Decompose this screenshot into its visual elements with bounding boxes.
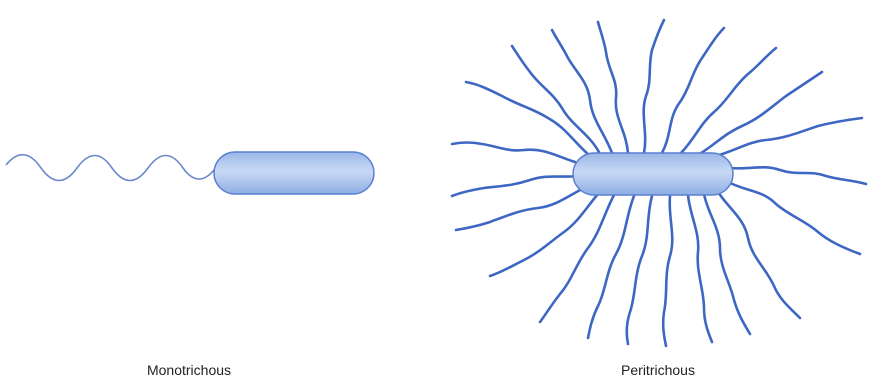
flagellum bbox=[704, 194, 750, 334]
flagellum bbox=[552, 30, 612, 153]
flagellum bbox=[452, 176, 578, 196]
flagellum bbox=[698, 72, 822, 155]
peritrichous-cell-body bbox=[573, 153, 733, 195]
flagellum bbox=[627, 196, 652, 344]
monotrichous-label: Monotrichous bbox=[147, 362, 231, 378]
monotrichous-cell-body bbox=[214, 152, 374, 194]
flagellum bbox=[662, 28, 724, 153]
flagellum bbox=[730, 167, 866, 184]
peritrichous-label: Peritrichous bbox=[621, 362, 695, 378]
flagellum bbox=[512, 46, 600, 154]
peritrichous-bacterium bbox=[452, 20, 866, 346]
flagellum bbox=[728, 182, 860, 254]
monotrichous-bacterium bbox=[6, 152, 374, 194]
flagellum bbox=[712, 118, 862, 157]
flagellum bbox=[688, 195, 712, 342]
flagellum bbox=[588, 196, 634, 338]
monotrichous-flagellum bbox=[6, 155, 214, 181]
flagellum bbox=[663, 196, 672, 346]
flagellum bbox=[644, 20, 664, 153]
flagellum bbox=[680, 48, 776, 154]
flagellum bbox=[452, 143, 575, 163]
flagellum bbox=[540, 195, 614, 322]
flagellum bbox=[456, 188, 584, 230]
